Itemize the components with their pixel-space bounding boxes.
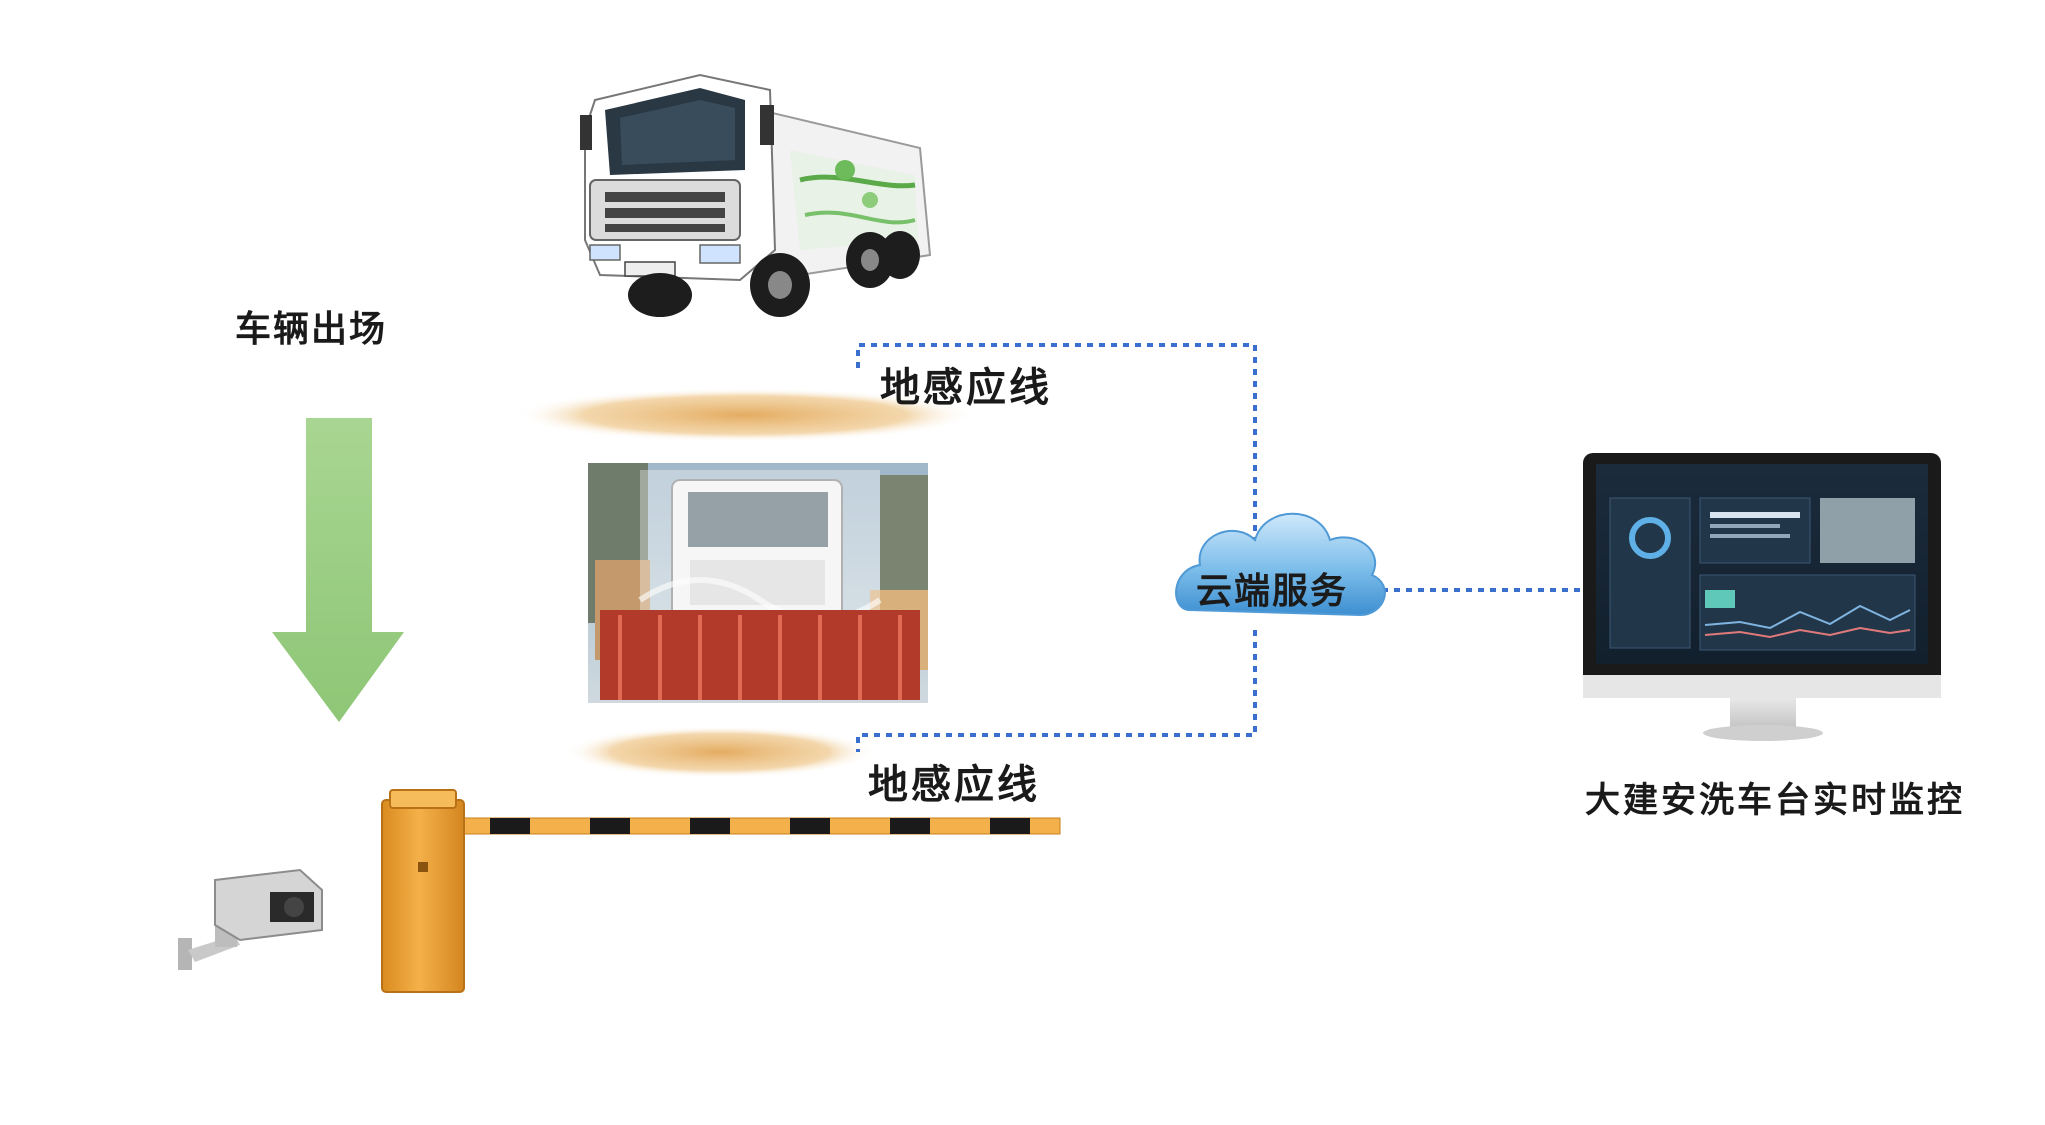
down-arrow-icon bbox=[272, 418, 404, 722]
loop-sensor-bottom bbox=[565, 726, 875, 778]
loop-sensor-top-label: 地感应线 bbox=[880, 364, 1052, 411]
security-camera-icon bbox=[178, 868, 323, 970]
barrier-gate-icon bbox=[381, 789, 1061, 993]
monitor-icon bbox=[1583, 453, 1941, 741]
cloud-service-label: 云端服务 bbox=[1196, 570, 1349, 612]
loop-sensor-bottom-label: 地感应线 bbox=[868, 761, 1040, 808]
cloud-icon bbox=[1175, 512, 1386, 617]
vehicle-exit-label: 车辆出场 bbox=[235, 308, 388, 350]
monitor-title-label: 大建安洗车台实时监控 bbox=[1585, 780, 1966, 821]
car-wash-image bbox=[588, 463, 928, 703]
dump-truck-image bbox=[580, 73, 932, 317]
connector-lines bbox=[856, 343, 1595, 752]
loop-sensor-top bbox=[515, 388, 975, 442]
